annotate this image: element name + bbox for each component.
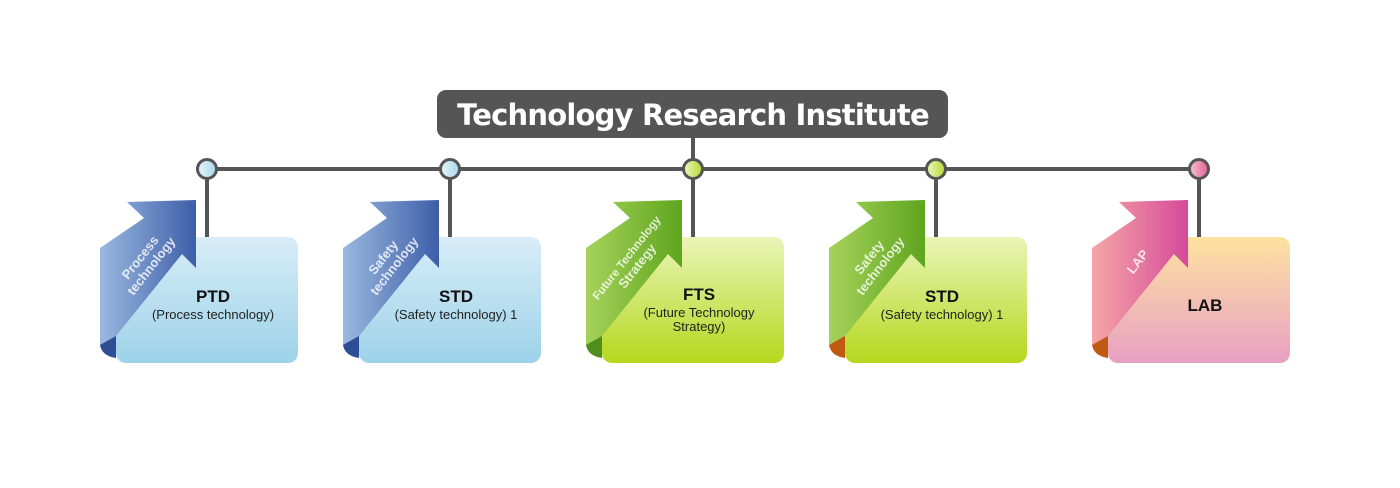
unit-code: FTS: [683, 285, 715, 304]
unit-name: (Process technology): [152, 307, 274, 322]
node-dot: [196, 158, 218, 180]
title-box: Technology Research Institute: [437, 90, 948, 138]
unit-code: STD: [439, 287, 473, 306]
title: Technology Research Institute: [457, 98, 929, 132]
node-dot: [1188, 158, 1210, 180]
unit-name: (Safety technology) 1: [395, 307, 518, 322]
arrow-ribbon: [829, 200, 925, 345]
unit-name: Strategy): [673, 319, 726, 334]
node-dot: [925, 158, 947, 180]
unit-code: LAB: [1188, 296, 1223, 315]
connector-lines: [207, 136, 1199, 171]
node-dot: [682, 158, 704, 180]
arrow-ribbon: [1092, 200, 1188, 345]
arrow-ribbon: [586, 200, 682, 345]
unit-name: (Safety technology) 1: [881, 307, 1004, 322]
arrow-ribbon: [100, 200, 196, 345]
unit-code: PTD: [196, 287, 230, 306]
unit-name: (Future Technology: [643, 305, 755, 320]
unit-code: STD: [925, 287, 959, 306]
node-dot: [439, 158, 461, 180]
arrow-ribbon: [343, 200, 439, 345]
